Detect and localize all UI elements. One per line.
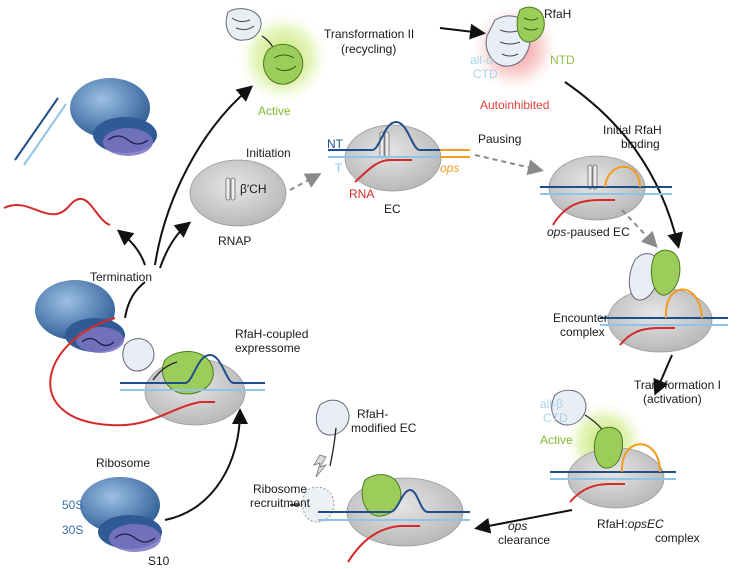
pausing-label: Pausing — [478, 132, 521, 146]
rfah-ops-ec-complex — [550, 389, 676, 509]
activation-label: (activation) — [643, 392, 702, 406]
arrow-pausing — [474, 154, 544, 176]
initial-binding-label-1: Initial RfaH — [603, 123, 662, 137]
recruitment-label-2: recruitment — [250, 496, 311, 510]
active-label-top: Active — [258, 104, 291, 118]
rfah-coupled-expressome — [35, 280, 265, 427]
all-alpha-label: all-α — [470, 53, 493, 67]
ribosome-label: Ribosome — [96, 456, 150, 470]
arrow-initiation — [289, 173, 322, 191]
ops-paused-ec-rest: -paused EC — [566, 225, 630, 239]
modified-ec-label-1: RfaH- — [357, 407, 388, 421]
arrow-to-rna — [116, 229, 146, 266]
all-beta-label: all-β — [540, 397, 563, 411]
ctd-label: CTD — [473, 67, 498, 81]
arrow-to-rnap — [159, 221, 192, 269]
ops-clearance-label-2: clearance — [498, 533, 550, 547]
nt-label: NT — [327, 137, 344, 151]
recruitment-label-1: Ribosome — [253, 482, 307, 496]
t-label: T — [335, 161, 343, 175]
arrow-to-active — [154, 85, 254, 266]
arrow-from-expressome — [124, 281, 146, 319]
rnap — [189, 159, 287, 227]
rnap-label: RNAP — [218, 234, 251, 248]
arrow-ribosome-recruitment — [164, 408, 248, 521]
ntd-label: NTD — [550, 53, 575, 67]
active-label-right: Active — [540, 433, 573, 447]
ops-clearance-label-1: ops — [508, 519, 527, 533]
initiation-label: Initiation — [246, 146, 291, 160]
coupled-label-2: expressome — [235, 341, 301, 355]
rna-label: RNA — [349, 187, 374, 201]
30s-label: 30S — [62, 523, 83, 537]
initial-binding-label-2: binding — [621, 137, 660, 151]
rfah-ops-opsec: opsEC — [628, 517, 664, 531]
ops-paused-ec — [540, 155, 672, 226]
rfah-ops-label-1: RfaH:opsEC — [597, 517, 664, 531]
arrow-transformation-i — [653, 354, 673, 396]
free-dna-t — [23, 103, 67, 166]
ec-label: EC — [384, 202, 401, 216]
coupled-label-1: RfaH-coupled — [235, 327, 308, 341]
termination-label: Termination — [90, 270, 152, 284]
ops-paused-ec-ops: ops — [547, 225, 566, 239]
transformation-ii-label: Transformation II — [324, 27, 414, 41]
rfah-ops-rfah: RfaH: — [597, 517, 628, 531]
free-rna — [3, 197, 111, 226]
free-dna-nt — [14, 97, 59, 161]
modified-ec-label-2: modified EC — [351, 421, 417, 435]
ops-label: ops — [440, 161, 459, 175]
rfah-ops-label-3: complex — [655, 531, 700, 545]
encounter-complex — [600, 249, 728, 353]
encounter-label-2: complex — [560, 325, 605, 339]
50s-label: 50S — [62, 498, 83, 512]
rfah-modified-ec — [302, 399, 470, 563]
arrow-to-encounter — [621, 209, 658, 248]
autoinhibited-label: Autoinhibited — [480, 98, 549, 112]
arrow-initial-binding — [564, 81, 683, 249]
autoinhibited-rfah — [469, 2, 561, 94]
beta-ch-label: β′CH — [240, 182, 266, 196]
rfah-label: RfaH — [544, 7, 571, 21]
arrow-to-autoinhibited — [439, 23, 486, 40]
free-ribosome-top — [70, 78, 157, 156]
ribosome-bottom — [80, 477, 162, 552]
transformation-i-label: Transformation I — [634, 378, 721, 392]
recycling-label: (recycling) — [341, 42, 396, 56]
arrow-ops-clearance — [474, 509, 573, 534]
s10-label: S10 — [148, 554, 170, 568]
ops-paused-ec-label: ops-paused EC — [547, 225, 630, 239]
ctd-label-2: CTD — [543, 411, 568, 425]
active-rfah-top — [225, 8, 331, 106]
encounter-label-1: Encounter — [553, 311, 608, 325]
elongation-complex — [328, 120, 470, 192]
